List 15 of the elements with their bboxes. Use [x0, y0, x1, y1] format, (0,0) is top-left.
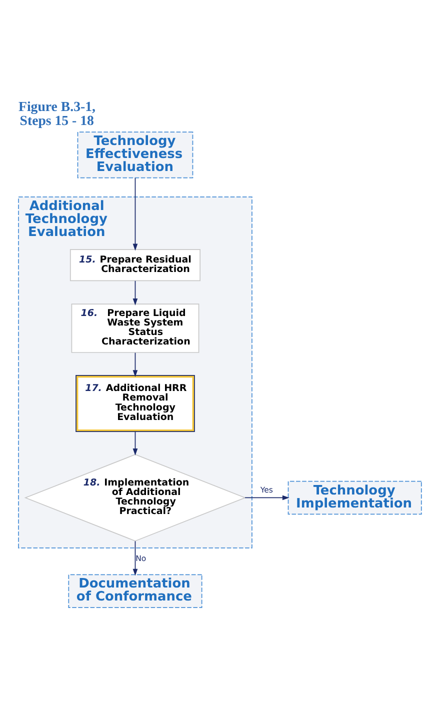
node-diamond: 18. Implementation of Additional Technology Practical?	[24, 454, 246, 541]
node-box: 16. Prepare Liquid Waste System Status Characterization	[71, 303, 200, 352]
arrow	[132, 177, 138, 250]
node-box: Technology Implementation	[288, 480, 422, 514]
arrow	[132, 352, 138, 377]
edge-label: Yes	[260, 485, 273, 494]
diagram-title: Figure B.3-1, Steps 15 - 18	[18, 98, 96, 128]
node-box: Documentation of Conformance	[68, 574, 202, 608]
edge-label: No	[136, 554, 146, 563]
node-box: 15. Prepare Residual Characterization	[70, 248, 200, 281]
arrow	[132, 540, 138, 576]
arrow	[244, 494, 290, 500]
arrow	[132, 430, 138, 455]
arrow	[132, 280, 138, 305]
node-box: Technology Effectiveness Evaluation	[77, 131, 194, 178]
